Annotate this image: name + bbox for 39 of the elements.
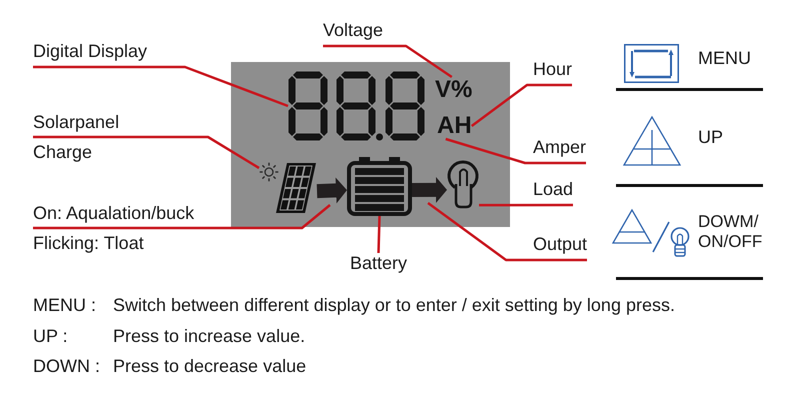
- leader-line: [445, 138, 586, 164]
- leader-line: [323, 44, 452, 78]
- leader-line: [33, 136, 260, 170]
- lcd-unit-label: V%: [435, 77, 472, 103]
- leader-line: [470, 84, 572, 127]
- callout-label: Output: [533, 234, 588, 260]
- key-description: Press to decrease value: [113, 355, 306, 377]
- callout-label: On: Aqualation/buck: [33, 203, 194, 223]
- lcd-screen: [231, 62, 510, 227]
- key-description: Switch between different display or to enter / exit setting by long press.: [113, 294, 675, 316]
- seven-segment-digits-drawing: [288, 71, 425, 141]
- leader-line: [33, 204, 331, 230]
- key-label: UP: [698, 126, 724, 148]
- callout-label: Battery: [350, 253, 408, 273]
- light-bulb-icon: [447, 160, 479, 209]
- solar-panel-icon: [275, 162, 317, 214]
- key-name: DOWN :: [33, 355, 100, 377]
- callout-label: Hour: [533, 59, 572, 85]
- arrow: [412, 176, 447, 203]
- callout-label: Load: [533, 179, 574, 205]
- callout-note: Flicking: Tloat: [33, 233, 145, 253]
- callout-label: Voltage: [323, 20, 384, 46]
- leader-line: [479, 204, 573, 206]
- battery-icon: [347, 157, 412, 216]
- leader-line: [377, 216, 381, 254]
- key-name: MENU :: [33, 294, 96, 316]
- leader-line: [427, 202, 587, 262]
- leader-line: [33, 66, 288, 108]
- key-label: MENU: [698, 47, 751, 69]
- sun-icon: [259, 162, 279, 182]
- callout-label: Amper: [533, 137, 586, 163]
- callout-label: Digital Display: [33, 41, 148, 67]
- arrow: [316, 177, 347, 204]
- key-description: Press to increase value.: [113, 325, 306, 347]
- key-name: UP :: [33, 325, 68, 347]
- key-label: DOWM/ ON/OFF: [698, 212, 764, 252]
- lcd-unit-label: AH: [437, 113, 472, 139]
- callout-note: Charge: [33, 142, 94, 162]
- callout-label: Solarpanel: [33, 112, 120, 132]
